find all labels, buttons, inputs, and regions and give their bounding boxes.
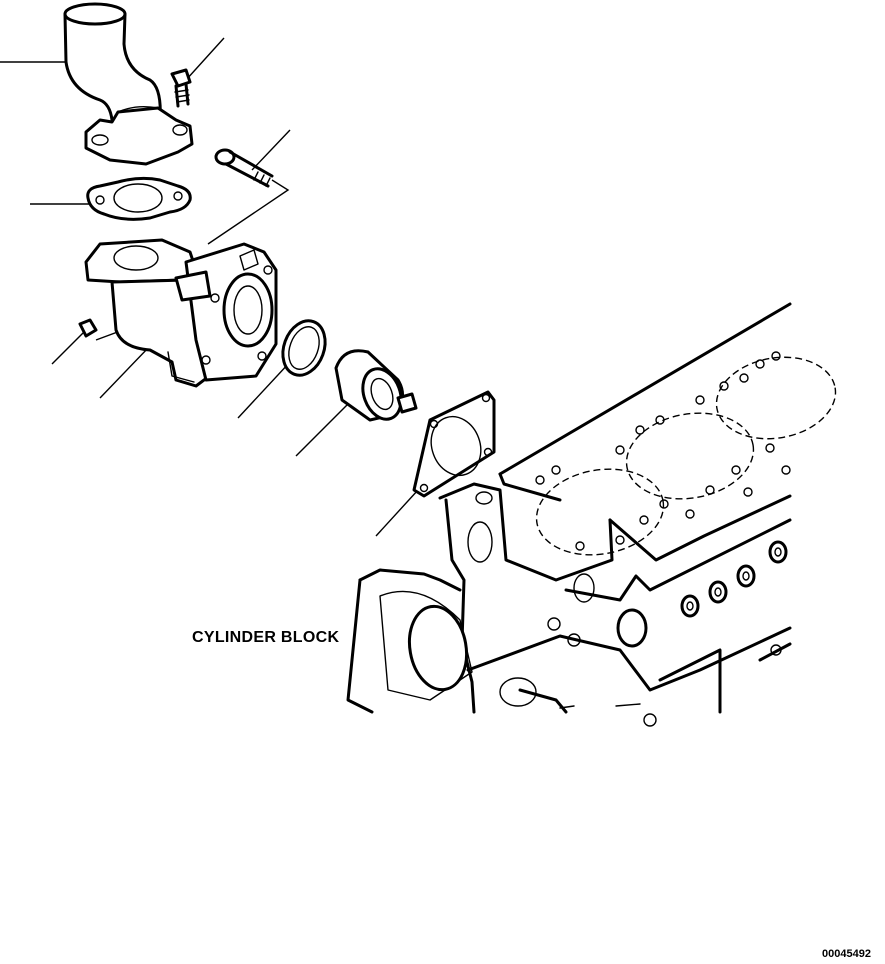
o-ring — [281, 319, 327, 377]
cylinder-block-label: CYLINDER BLOCK — [192, 629, 340, 646]
cylinder-block — [346, 302, 837, 727]
leader-lines — [0, 37, 419, 537]
leader-bolt-small — [185, 37, 225, 81]
side-bosses — [680, 540, 788, 618]
leader-plug — [51, 329, 87, 365]
leader-housing — [99, 345, 151, 399]
leader-o-ring — [237, 361, 291, 419]
gasket-block — [412, 390, 496, 498]
drawing-number: 00045492 — [822, 948, 871, 960]
thermostat-housing — [84, 238, 278, 388]
gasket-top — [86, 176, 192, 221]
head-bolt-holes — [535, 351, 791, 551]
thermostat — [334, 349, 418, 422]
bolt-long — [214, 148, 274, 188]
leader-thermostat — [295, 403, 349, 457]
leader-bolt-long — [251, 129, 291, 171]
leader-bolt-link — [207, 179, 290, 245]
plug — [78, 318, 98, 338]
leader-gasket-block — [375, 489, 419, 537]
water-outlet-pipe — [63, 2, 194, 166]
bolt-small — [170, 68, 192, 108]
